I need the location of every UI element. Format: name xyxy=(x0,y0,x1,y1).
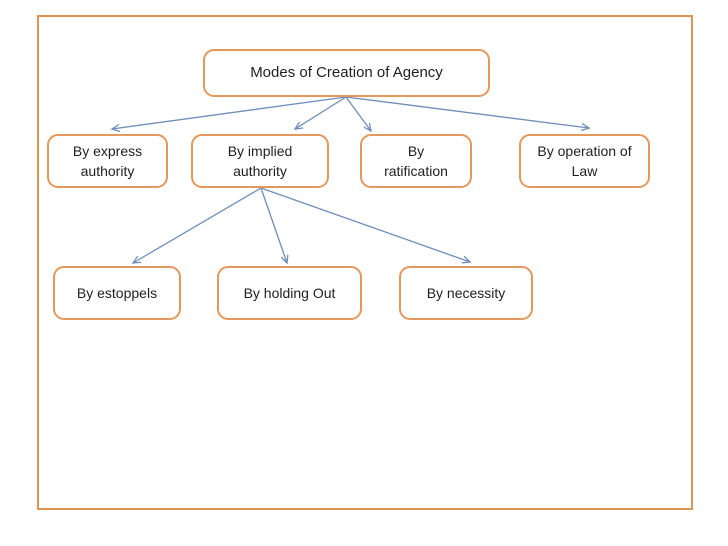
node-by-estoppels: By estoppels xyxy=(53,266,181,320)
node-by-necessity: By necessity xyxy=(399,266,533,320)
node-by-ratification: By ratification xyxy=(360,134,472,188)
node-by-holding-out: By holding Out xyxy=(217,266,362,320)
node-modes-of-creation-of-agency: Modes of Creation of Agency xyxy=(203,49,490,97)
node-by-operation-of-law: By operation of Law xyxy=(519,134,650,188)
node-by-implied-authority: By implied authority xyxy=(191,134,329,188)
node-by-express-authority: By express authority xyxy=(47,134,168,188)
slide-frame xyxy=(37,15,693,510)
